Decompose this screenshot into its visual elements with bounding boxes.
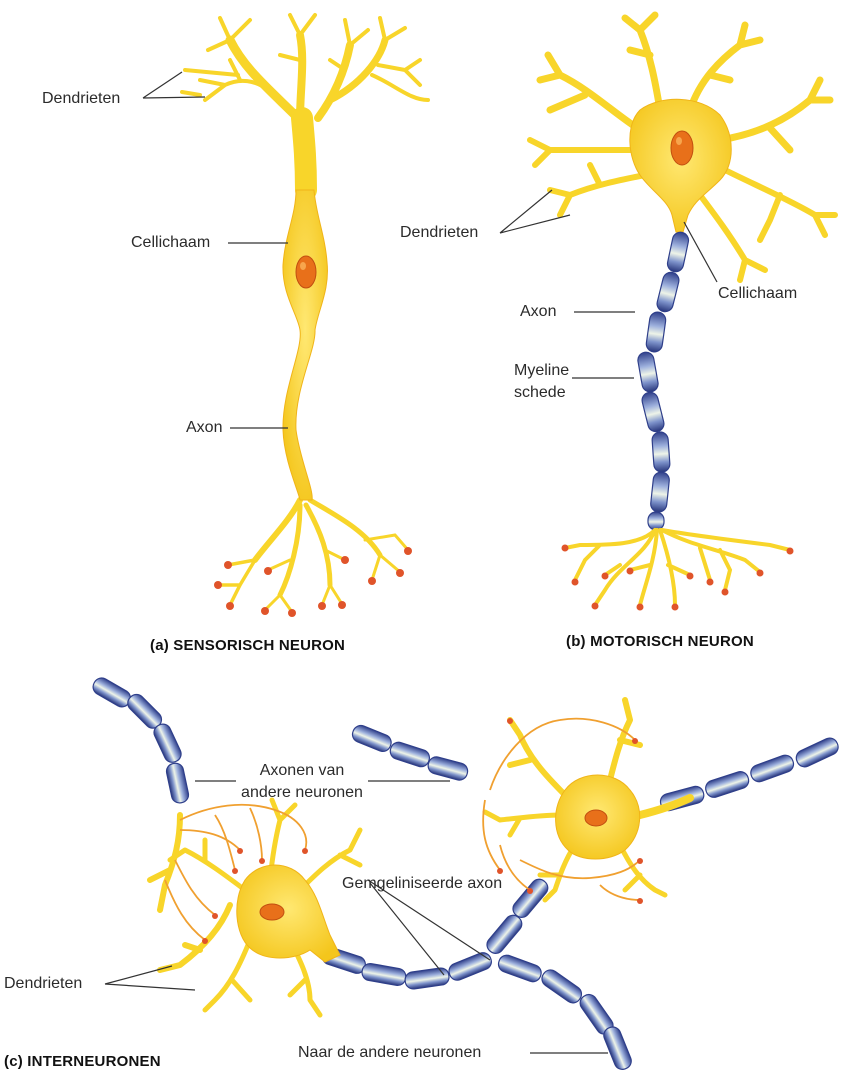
motor-cell-body-label: Cellichaam bbox=[718, 284, 797, 303]
sensory-cell-body bbox=[283, 190, 328, 500]
motor-axon-label: Axon bbox=[520, 302, 556, 321]
motor-dendrites-label: Dendrieten bbox=[400, 223, 478, 242]
motor-myelinated-axon bbox=[637, 231, 690, 530]
other-axons-label-line1: Axonen van bbox=[236, 761, 368, 780]
to-other-neurons-label: Naar de andere neuronen bbox=[298, 1043, 481, 1062]
sensory-nucleus bbox=[296, 256, 316, 288]
caption-motor-neuron: (b) MOTORISCH NEURON bbox=[566, 633, 754, 650]
caption-interneurons: (c) INTERNEURONEN bbox=[4, 1053, 161, 1070]
motor-nucleus bbox=[671, 131, 693, 165]
motor-myelin-label-line2: schede bbox=[514, 383, 566, 402]
interneuron-left-nucleus bbox=[260, 904, 284, 920]
myelinated-axon-label: Gemgeliniseerde axon bbox=[342, 874, 502, 893]
motor-axon-terminals bbox=[565, 530, 790, 605]
other-axons-label-line2: andere neuronen bbox=[236, 783, 368, 802]
caption-sensory-neuron: (a) SENSORISCH NEURON bbox=[150, 637, 345, 654]
sensory-dendrites-label: Dendrieten bbox=[42, 89, 120, 108]
motor-myelin-label-line1: Myeline bbox=[514, 361, 569, 380]
interneuron-axon-upper-left bbox=[90, 675, 190, 804]
interneuron-dendrites-label: Dendrieten bbox=[4, 974, 82, 993]
sensory-cell-body-label: Cellichaam bbox=[131, 233, 210, 252]
sensory-axon-label: Axon bbox=[186, 418, 222, 437]
leader-lines bbox=[105, 72, 717, 1053]
interneuron-left-cell-body bbox=[237, 865, 340, 962]
interneuron-right-nucleus bbox=[585, 810, 607, 826]
